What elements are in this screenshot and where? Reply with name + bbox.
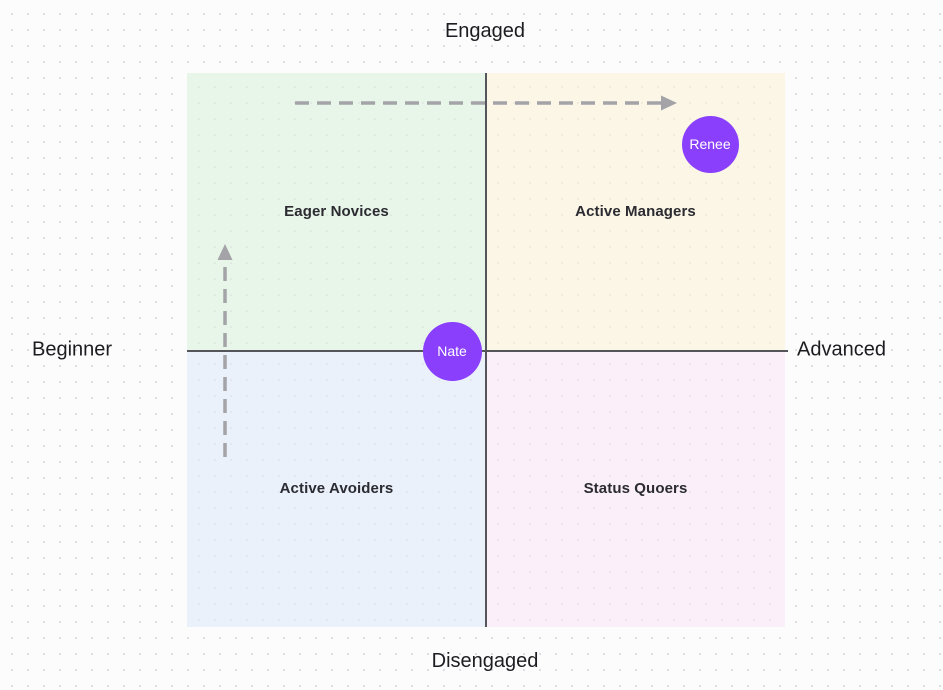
marker-nate-label: Nate (437, 343, 467, 359)
quadrant-bottom-left: Active Avoiders (187, 350, 486, 627)
quadrant-label-active-managers: Active Managers (575, 203, 696, 220)
quadrant-top-right: Active Managers (486, 73, 785, 350)
quadrant-bottom-right: Status Quoers (486, 350, 785, 627)
axis-label-left: Beginner (32, 338, 113, 361)
quadrant-top-left: Eager Novices (187, 73, 486, 350)
marker-renee-label: Renee (689, 136, 731, 152)
quadrant-label-active-avoiders: Active Avoiders (279, 480, 394, 497)
quadrant-label-eager-novices: Eager Novices (284, 203, 389, 220)
axis-label-right: Advanced (797, 338, 886, 361)
quadrant-label-status-quoers: Status Quoers (583, 480, 688, 497)
marker-nate[interactable]: Nate (422, 321, 482, 381)
quadrant-grid: Eager Novices Active Managers Active Avo… (187, 73, 785, 627)
axis-label-top: Engaged (444, 20, 526, 42)
marker-renee[interactable]: Renee (681, 115, 739, 173)
horizontal-axis-line (187, 350, 788, 352)
axis-label-bottom: Disengaged (431, 650, 539, 672)
